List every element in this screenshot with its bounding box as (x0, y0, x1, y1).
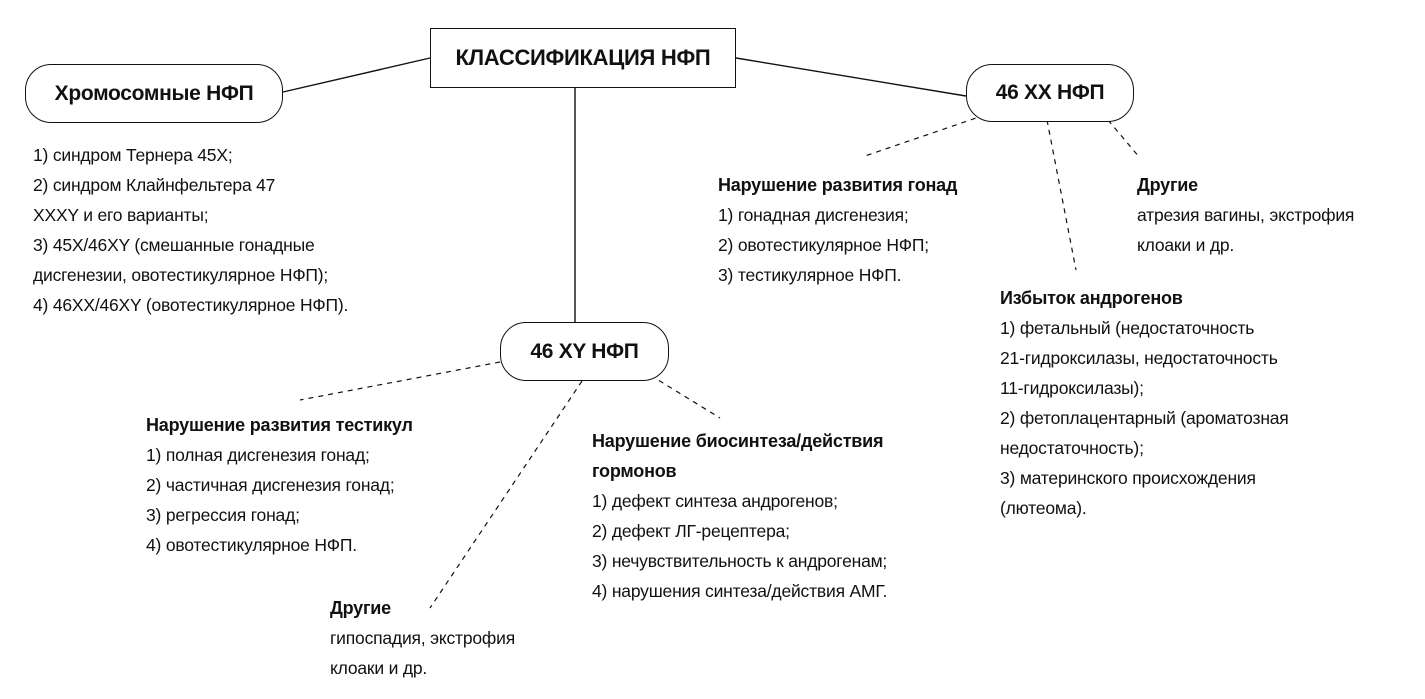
block-heading: Нарушение биосинтеза/действия (592, 431, 884, 451)
dashed-xy-testes (299, 361, 501, 401)
list-item: 2) фетоплацентарный (ароматозная (1000, 408, 1289, 428)
list-item: XXXY и его варианты; (33, 205, 209, 225)
list-item: дисгенезии, овотестикулярное НФП); (33, 265, 329, 285)
xy-hormones-block: Нарушение биосинтеза/действия гормонов 1… (592, 426, 887, 606)
list-item: 1) фетальный (недостаточность (1000, 318, 1255, 338)
list-item: 21-гидроксилазы, недостаточность (1000, 348, 1278, 368)
block-heading: Нарушение развития тестикул (146, 415, 413, 435)
root-title: КЛАССИФИКАЦИЯ НФП (455, 45, 711, 70)
list-item: атрезия вагины, экстрофия (1137, 205, 1355, 225)
chromosomal-list: 1) синдром Тернера 45X; 2) синдром Клайн… (33, 140, 348, 320)
xy-node: 46 XY НФП (500, 322, 669, 381)
dashed-xx-androgens (1046, 119, 1077, 271)
list-item: 2) частичная дисгенезия гонад; (146, 475, 395, 495)
block-heading: Другие (1137, 175, 1198, 195)
list-item: 2) синдром Клайнфельтера 47 (33, 175, 276, 195)
chromosomal-node: Хромосомные НФП (25, 64, 283, 123)
list-item: 1) синдром Тернера 45X; (33, 145, 233, 165)
list-item: гипоспадия, экстрофия (330, 628, 515, 648)
list-item: 1) гонадная дисгенезия; (718, 205, 909, 225)
dashed-xx-gonads (861, 114, 986, 158)
block-heading: Нарушение развития гонад (718, 175, 958, 195)
list-item: 11-гидроксилазы); (1000, 378, 1144, 398)
root-node: КЛАССИФИКАЦИЯ НФП (430, 28, 736, 88)
list-item: 2) дефект ЛГ-рецептера; (592, 521, 790, 541)
connector-root-xx (735, 57, 967, 97)
list-item: 4) 46XX/46XY (овотестикулярное НФП). (33, 295, 349, 315)
dashed-xy-other (429, 380, 583, 609)
list-item: клоаки и др. (330, 658, 428, 678)
list-item: 3) тестикулярное НФП. (718, 265, 902, 285)
list-item: клоаки и др. (1137, 235, 1235, 255)
list-item: 4) нарушения синтеза/действия АМГ. (592, 581, 888, 601)
list-item: 3) 45X/46XY (смешанные гонадные (33, 235, 315, 255)
list-item: 1) дефект синтеза андрогенов; (592, 491, 838, 511)
list-item: 3) материнского происхождения (1000, 468, 1256, 488)
list-item: 1) полная дисгенезия гонад; (146, 445, 370, 465)
block-heading: Избыток андрогенов (1000, 288, 1183, 308)
xx-androgens-block: Избыток андрогенов 1) фетальный (недоста… (1000, 283, 1289, 523)
list-item: 2) овотестикулярное НФП; (718, 235, 929, 255)
list-item: 4) овотестикулярное НФП. (146, 535, 357, 555)
block-heading: гормонов (592, 461, 677, 481)
xy-title: 46 XY НФП (530, 339, 639, 363)
xy-testes-block: Нарушение развития тестикул 1) полная ди… (146, 410, 413, 560)
xx-node: 46 XX НФП (966, 64, 1134, 122)
xx-title: 46 XX НФП (995, 81, 1105, 104)
chromosomal-title: Хромосомные НФП (54, 81, 254, 105)
list-item: (лютеома). (1000, 498, 1087, 518)
xx-gonads-block: Нарушение развития гонад 1) гонадная дис… (718, 170, 957, 290)
xy-other-block: Другие гипоспадия, экстрофия клоаки и др… (330, 593, 515, 683)
list-item: 3) регрессия гонад; (146, 505, 300, 525)
list-item: недостаточность); (1000, 438, 1144, 458)
connector-root-chromosomal (282, 57, 431, 93)
list-item: 3) нечувствительность к андрогенам; (592, 551, 888, 571)
xx-other-block: Другие атрезия вагины, экстрофия клоаки … (1137, 170, 1354, 260)
block-heading: Другие (330, 598, 391, 618)
dashed-xx-other (1107, 119, 1141, 159)
